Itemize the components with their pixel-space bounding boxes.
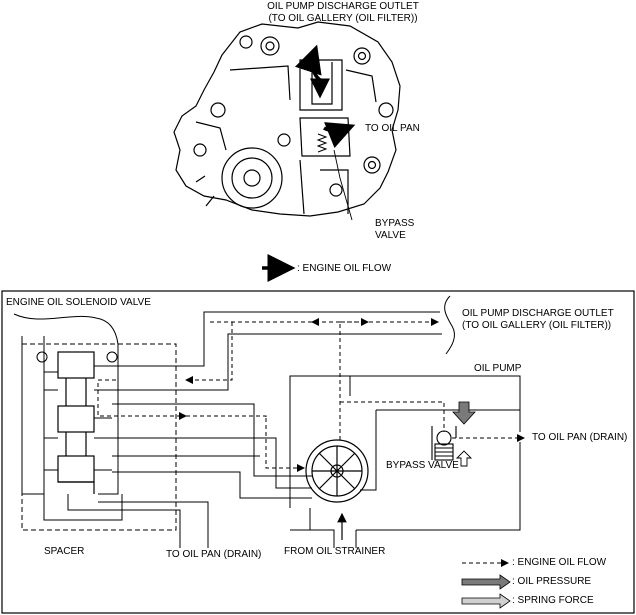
outlet-cutaway [444,295,455,355]
to-oil-pan-drain-right-label: TO OIL PAN (DRAIN) [532,432,628,443]
bypass-spring-icon [316,133,328,153]
top-flow-arrows [294,44,356,149]
legend-oil-pressure-label: : OIL PRESSURE [512,576,592,587]
from-oil-strainer-label: FROM OIL STRAINER [284,546,386,557]
schematic-discharge-outlet-line2: (TO OIL GALLERY (OIL FILTER)) [462,320,612,331]
oil-pressure-arrow-icon [452,401,476,425]
legend-engine-oil-flow-label: : ENGINE OIL FLOW [512,557,607,568]
top-to-oil-pan-label: TO OIL PAN [365,123,420,134]
solenoid-spool [57,351,95,494]
spacer-label: SPACER [44,546,85,557]
top-discharge-outlet-line2: (TO OIL GALLERY (OIL FILTER)) [268,13,418,24]
oil-passages [67,311,521,548]
top-leader-lines [333,149,353,221]
schematic-discharge-outlet-line1: OIL PUMP DISCHARGE OUTLET [462,308,614,319]
spacer-dashed-box [21,343,177,531]
bypass-valve-label: BYPASS VALVE [386,460,459,471]
solenoid-cutaway [13,313,123,521]
oil-pump-label: OIL PUMP [474,363,522,374]
dashed-flow-paths [97,318,525,472]
legend-top-flow-label: : ENGINE OIL FLOW [297,263,392,274]
legend-spring-force-label: : SPRING FORCE [512,595,594,606]
legend-spring-force-icon [461,593,511,609]
top-discharge-outlet-line1: OIL PUMP DISCHARGE OUTLET [267,1,419,12]
legend-oil-pressure-icon [461,574,511,590]
solenoid-screws [36,351,118,363]
legend-bottom-icons [461,559,511,609]
oil-pump-gear [305,439,369,503]
bypass-valve-schematic [431,426,457,461]
schematic-discharge-outlet-label: OIL PUMP DISCHARGE OUTLET (TO OIL GALLER… [462,308,614,332]
pump-housing-illustration [173,21,401,217]
spring-force-arrow-icon [455,450,473,467]
solenoid-ports [44,365,112,471]
solenoid-valve-label: ENGINE OIL SOLENOID VALVE [6,297,151,308]
top-bypass-valve-label: BYPASS VALVE [375,218,414,242]
schematic-frame [1,290,635,614]
top-bypass-line2: VALVE [375,230,406,241]
to-oil-pan-drain-bottom-label: TO OIL PAN (DRAIN) [166,549,262,560]
top-bypass-line1: BYPASS [375,218,415,229]
top-discharge-outlet-label: OIL PUMP DISCHARGE OUTLET (TO OIL GALLER… [248,1,438,25]
